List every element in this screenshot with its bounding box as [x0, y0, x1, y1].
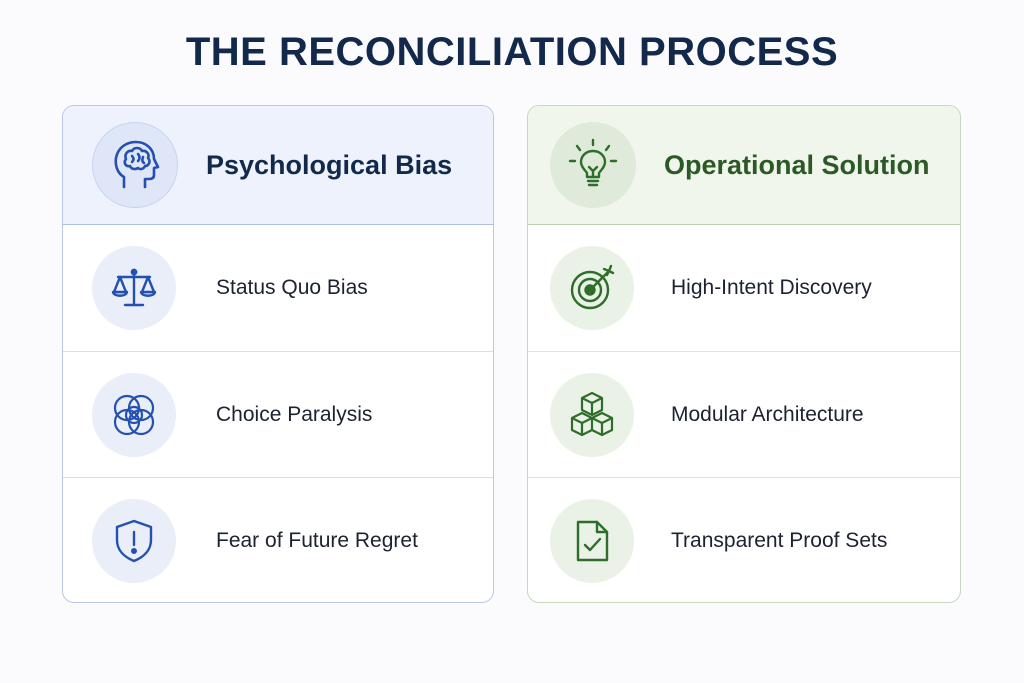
operational-solution-panel: Operational Solution High-Intent Discove… [527, 105, 961, 603]
document-check-icon [550, 498, 634, 583]
lightbulb-icon [550, 122, 636, 208]
list-item: Choice Paralysis [63, 351, 493, 477]
brain-head-icon [92, 122, 178, 208]
tangled-circles-icon [92, 372, 176, 457]
list-item: Transparent Proof Sets [528, 477, 960, 602]
shield-alert-icon [92, 498, 176, 583]
list-item: Status Quo Bias [63, 225, 493, 351]
right-panel-header: Operational Solution [528, 106, 960, 225]
left-panel-title: Psychological Bias [206, 149, 453, 180]
list-item-label: Transparent Proof Sets [671, 528, 888, 552]
list-item: High-Intent Discovery [528, 225, 960, 351]
target-arrow-icon [550, 246, 634, 330]
list-item-label: Modular Architecture [671, 402, 864, 426]
list-item: Modular Architecture [528, 351, 960, 477]
scales-icon [92, 246, 176, 330]
psychological-bias-panel: Psychological Bias Status Quo Bias [62, 105, 494, 603]
list-item-label: Status Quo Bias [216, 276, 368, 299]
stacked-cubes-icon [550, 372, 634, 457]
left-panel-header: Psychological Bias [63, 106, 493, 225]
list-item-label: Choice Paralysis [216, 402, 373, 426]
right-panel-title: Operational Solution [664, 149, 930, 180]
list-item-label: High-Intent Discovery [671, 276, 872, 299]
list-item: Fear of Future Regret [63, 477, 493, 602]
page-title: THE RECONCILIATION PROCESS [185, 30, 839, 74]
list-item-label: Fear of Future Regret [216, 528, 418, 552]
